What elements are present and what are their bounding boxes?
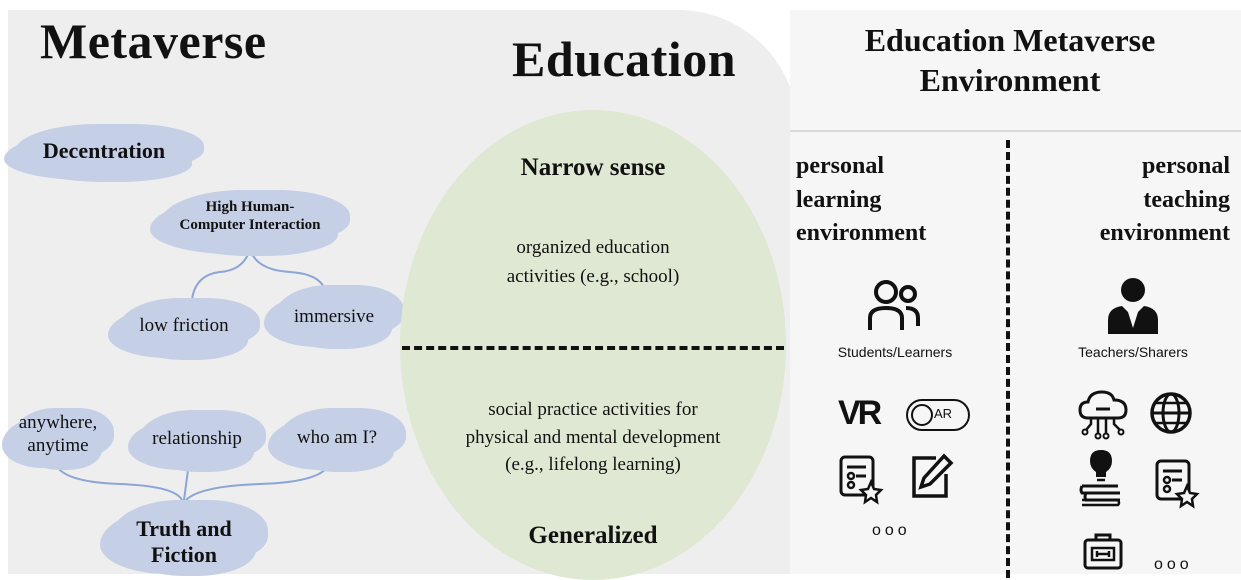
learning-environment-title: personal learning environment [796, 153, 927, 247]
connector-relationship [183, 469, 189, 501]
connector-hhci-right [249, 247, 326, 291]
narrow-sense-text: organized education activities (e.g., sc… [506, 237, 680, 287]
cloud-network-icon [1078, 390, 1128, 440]
who-am-i-label: who am I? [296, 427, 378, 448]
narrow-sense-title: Narrow sense [520, 154, 666, 181]
environment-divider [1006, 140, 1010, 578]
hhci-cloud [160, 190, 340, 252]
learning-ellipsis: ooo [872, 522, 911, 539]
education-divider [402, 346, 784, 350]
low-friction-label: low friction [139, 315, 229, 336]
decentration-cloud [14, 124, 194, 178]
ar-label: AR [934, 406, 953, 421]
environment-panel [790, 10, 1241, 574]
teaching-environment-title: personal teaching environment [1099, 153, 1230, 247]
quiz-star-icon-teaching [1155, 459, 1200, 509]
education-ellipse [400, 110, 786, 580]
globe-icon [1150, 392, 1192, 434]
vr-icon: VR [838, 394, 882, 432]
connector-anywhere [54, 461, 183, 501]
who-am-i-cloud [278, 408, 396, 468]
anywhere-label: anywhere, anytime [18, 412, 98, 456]
hhci-label: High Human- Computer Interaction [179, 199, 321, 233]
teachers-caption: Teachers/Sharers [1078, 344, 1188, 360]
connector-hhci-left [191, 247, 251, 301]
idea-books-icon [1079, 450, 1121, 507]
metaverse-title: Metaverse [40, 13, 267, 69]
teacher-icon [1108, 278, 1158, 334]
edit-pencil-icon [912, 453, 954, 498]
ar-toggle-knob [911, 404, 933, 426]
relationship-cloud [138, 410, 256, 468]
students-caption: Students/Learners [837, 344, 953, 360]
teaching-ellipsis: ooo [1154, 556, 1193, 573]
low-friction-cloud [118, 298, 250, 356]
quiz-star-icon [839, 455, 884, 505]
decentration-label: Decentration [42, 138, 166, 163]
connector-whoami [185, 461, 331, 501]
environment-title-divider [790, 130, 1241, 132]
generalized-text: social practice activities for physical … [465, 399, 721, 476]
anywhere-cloud [12, 408, 104, 466]
students-icon [868, 280, 920, 330]
generalized-title: Generalized [528, 522, 658, 549]
environment-title: Education Metaverse Environment [864, 22, 1156, 98]
education-title: Education [512, 31, 737, 87]
truth-fiction-cloud [110, 500, 258, 572]
ar-toggle-icon: AR [906, 399, 970, 431]
relationship-label: relationship [152, 428, 242, 449]
immersive-cloud [274, 285, 394, 345]
immersive-label: immersive [293, 306, 375, 327]
toolbox-icon [1083, 533, 1123, 570]
truth-fiction-label: Truth and Fiction [136, 516, 232, 568]
